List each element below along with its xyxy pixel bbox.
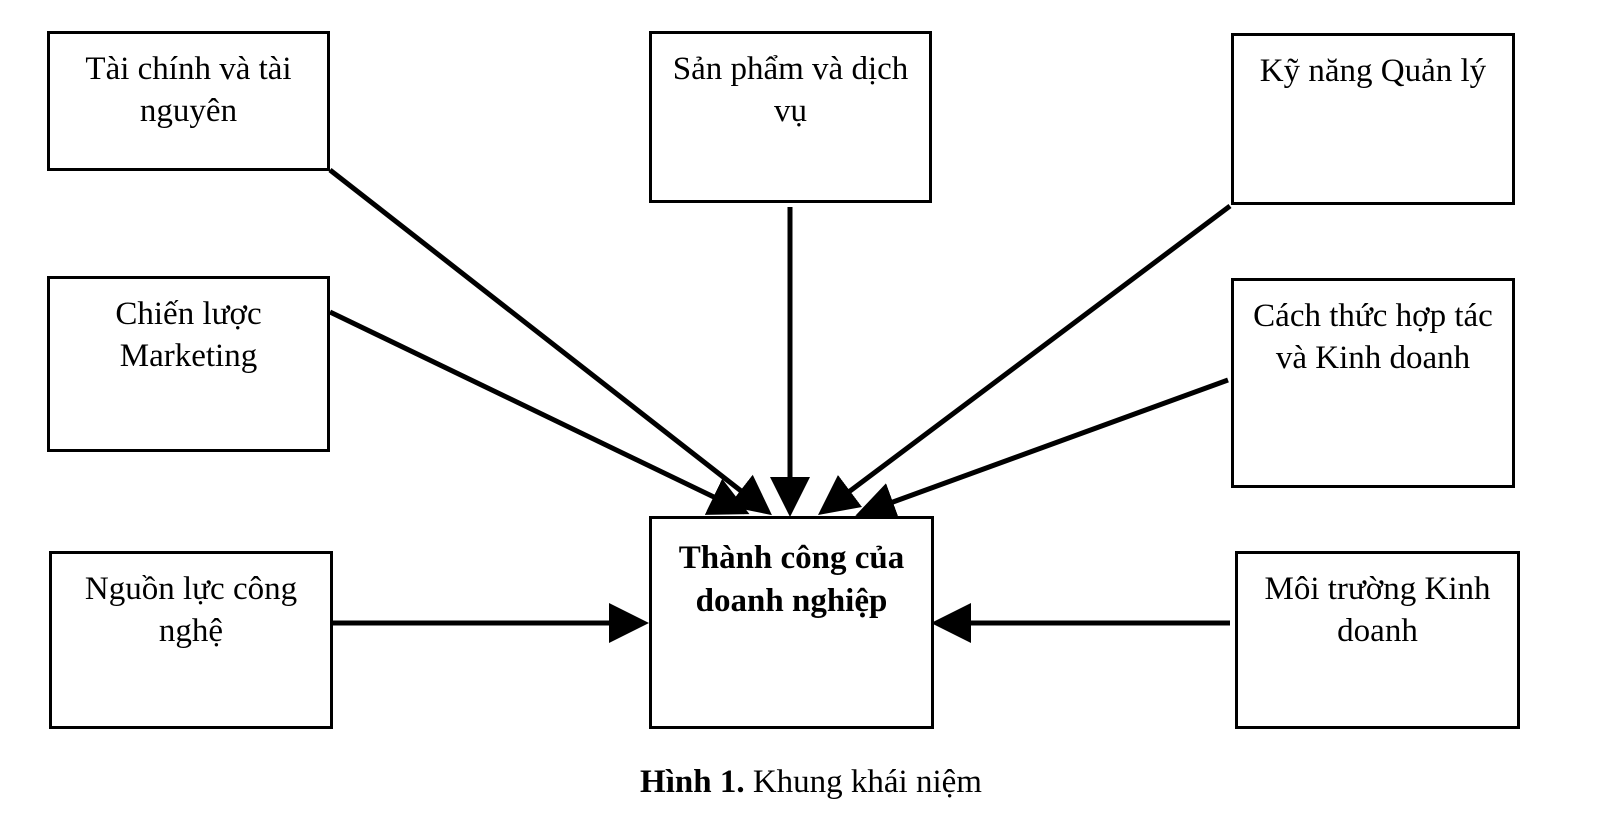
box-cooperation-business-label: Cách thức hợp tác và Kinh doanh (1253, 298, 1493, 376)
box-cooperation-business: Cách thức hợp tác và Kinh doanh (1231, 278, 1515, 488)
box-marketing-strategy-label: Chiến lược Marketing (115, 296, 262, 374)
arrow-cooperation-to-center (855, 377, 1229, 521)
arrow-marketing-to-center (328, 309, 750, 515)
box-marketing-strategy: Chiến lược Marketing (47, 276, 330, 452)
arrow-finance-to-center (328, 168, 772, 516)
box-finance-resources-label: Tài chính và tài nguyên (85, 51, 292, 129)
box-technology-resources: Nguồn lực công nghệ (49, 551, 333, 729)
arrow-management-to-center (818, 204, 1232, 515)
box-products-services-label: Sản phẩm và dịch vụ (672, 51, 909, 129)
box-management-skills: Kỹ năng Quản lý (1231, 33, 1515, 205)
box-products-services: Sản phẩm và dịch vụ (649, 31, 932, 203)
figure-caption-label: Hình 1. (640, 764, 745, 800)
box-business-environment-label: Môi trường Kinh doanh (1264, 571, 1491, 649)
box-business-environment: Môi trường Kinh doanh (1235, 551, 1520, 729)
box-technology-resources-label: Nguồn lực công nghệ (84, 571, 298, 649)
box-business-success-label: Thành công của doanh nghiệp (678, 540, 905, 619)
figure-caption-text: Khung khái niệm (752, 764, 982, 800)
box-management-skills-label: Kỹ năng Quản lý (1259, 53, 1487, 89)
box-finance-resources: Tài chính và tài nguyên (47, 31, 330, 171)
box-business-success: Thành công của doanh nghiệp (649, 516, 934, 729)
figure-caption: Hình 1. Khung khái niệm (0, 762, 1622, 802)
